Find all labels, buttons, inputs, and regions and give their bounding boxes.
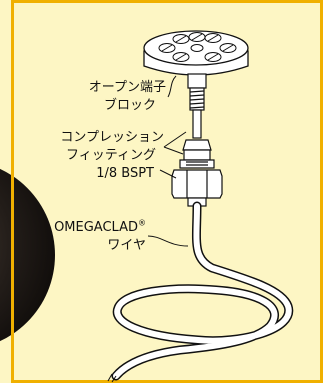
registered-mark: ® bbox=[138, 218, 146, 228]
sheath-tube bbox=[192, 109, 202, 139]
fitting-label-line1: コンプレッション bbox=[60, 130, 164, 145]
dark-disc-photo bbox=[0, 168, 55, 342]
panel-border bbox=[11, 0, 323, 383]
wire-label-line1: OMEGACLAD® bbox=[30, 218, 146, 235]
leader-lines bbox=[147, 75, 189, 247]
wire-end bbox=[107, 373, 117, 383]
coiled-wire bbox=[111, 201, 294, 381]
fitting-label-line3: 1/8 BSPT bbox=[96, 166, 154, 181]
threaded-stem bbox=[187, 73, 207, 111]
terminal-block-label-line2: ブロック bbox=[103, 98, 156, 113]
fitting-label-line2: フィッティング bbox=[66, 148, 156, 163]
terminal-screws bbox=[158, 32, 237, 62]
wire-label-line2: ワイヤ bbox=[107, 238, 146, 253]
wire-brand: OMEGACLAD bbox=[54, 220, 138, 235]
compression-fitting bbox=[171, 139, 223, 207]
terminal-block bbox=[143, 30, 249, 76]
terminal-block-label-line1: オープン端子 bbox=[88, 80, 166, 95]
